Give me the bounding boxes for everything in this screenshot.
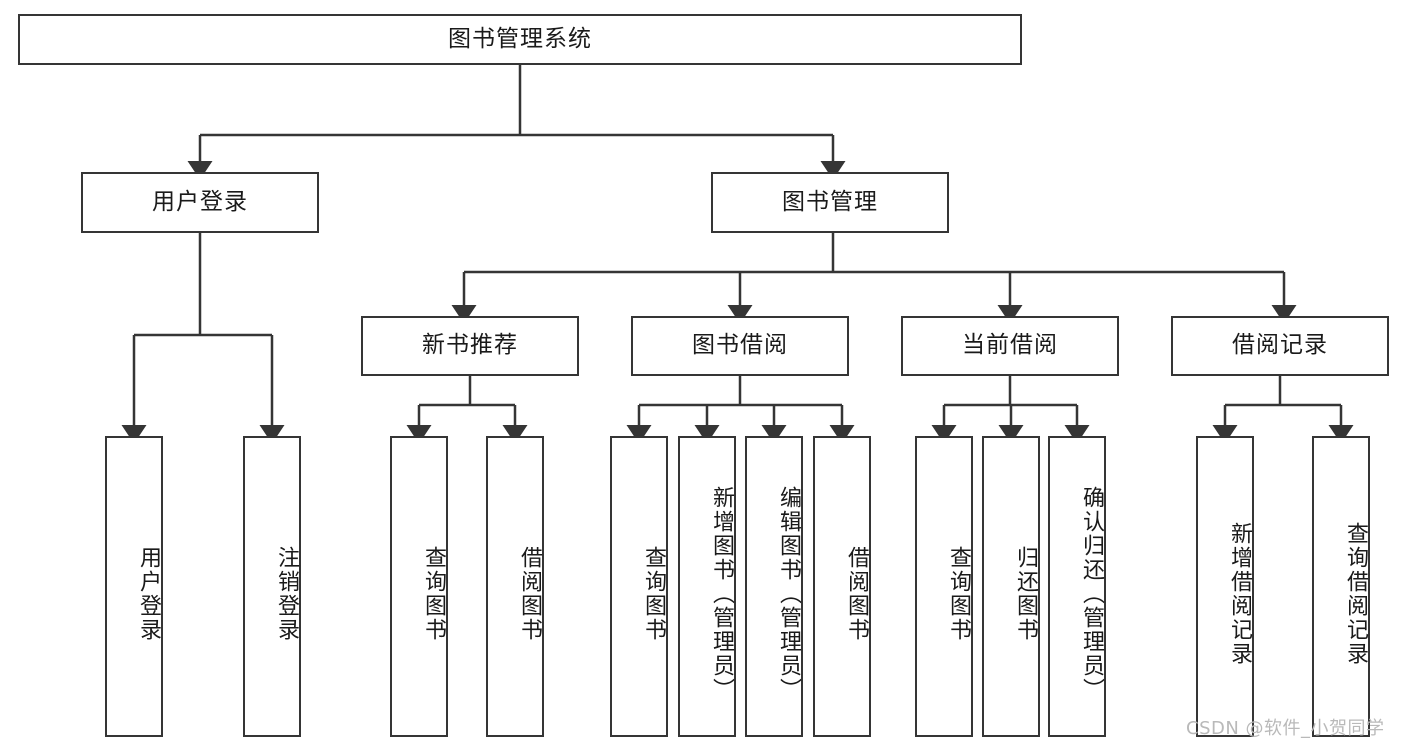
node-leaf-user-login[interactable]: 用户登录 (105, 436, 163, 737)
node-leaf-query-borrow-record-label: 查询借阅记录 (1343, 521, 1368, 666)
node-leaf-query-book-borrow-label: 查询图书 (641, 545, 666, 642)
node-leaf-edit-book-admin-label: 编辑图书（管理员） (776, 485, 801, 702)
node-book-borrow[interactable]: 图书借阅 (631, 316, 849, 376)
node-root-label: 图书管理系统 (448, 25, 592, 52)
node-borrow-record-label: 借阅记录 (1232, 332, 1328, 359)
node-root[interactable]: 图书管理系统 (18, 14, 1022, 65)
node-user-login[interactable]: 用户登录 (81, 172, 319, 233)
node-leaf-confirm-return-admin[interactable]: 确认归还（管理员） (1048, 436, 1106, 737)
node-new-book-recommend[interactable]: 新书推荐 (361, 316, 579, 376)
node-leaf-query-book-borrow[interactable]: 查询图书 (610, 436, 668, 737)
node-leaf-user-login-label: 用户登录 (136, 545, 161, 642)
node-book-manage-label: 图书管理 (782, 188, 878, 215)
node-user-login-label: 用户登录 (152, 188, 248, 215)
node-leaf-return-book-label: 归还图书 (1013, 545, 1038, 642)
node-leaf-add-book-admin[interactable]: 新增图书（管理员） (678, 436, 736, 737)
node-leaf-borrow-book-recommend[interactable]: 借阅图书 (486, 436, 544, 737)
node-leaf-confirm-return-admin-label: 确认归还（管理员） (1079, 485, 1104, 702)
node-leaf-borrow-book[interactable]: 借阅图书 (813, 436, 871, 737)
node-leaf-query-book-current[interactable]: 查询图书 (915, 436, 973, 737)
node-borrow-record[interactable]: 借阅记录 (1171, 316, 1389, 376)
node-leaf-borrow-book-label: 借阅图书 (844, 545, 869, 642)
node-leaf-logout-login[interactable]: 注销登录 (243, 436, 301, 737)
node-leaf-query-book-recommend[interactable]: 查询图书 (390, 436, 448, 737)
node-leaf-add-borrow-record[interactable]: 新增借阅记录 (1196, 436, 1254, 737)
node-new-book-recommend-label: 新书推荐 (422, 332, 518, 359)
node-current-borrow-label: 当前借阅 (962, 332, 1058, 359)
node-leaf-edit-book-admin[interactable]: 编辑图书（管理员） (745, 436, 803, 737)
node-leaf-query-book-recommend-label: 查询图书 (421, 545, 446, 642)
node-leaf-query-borrow-record[interactable]: 查询借阅记录 (1312, 436, 1370, 737)
node-current-borrow[interactable]: 当前借阅 (901, 316, 1119, 376)
node-book-manage[interactable]: 图书管理 (711, 172, 949, 233)
node-leaf-logout-login-label: 注销登录 (274, 545, 299, 642)
node-leaf-add-borrow-record-label: 新增借阅记录 (1227, 521, 1252, 666)
node-leaf-add-book-admin-label: 新增图书（管理员） (709, 485, 734, 702)
node-leaf-query-book-current-label: 查询图书 (946, 545, 971, 642)
node-leaf-return-book[interactable]: 归还图书 (982, 436, 1040, 737)
node-leaf-borrow-book-recommend-label: 借阅图书 (517, 545, 542, 642)
node-book-borrow-label: 图书借阅 (692, 332, 788, 359)
csdn-watermark: CSDN @软件_小贺同学 (1186, 718, 1385, 739)
